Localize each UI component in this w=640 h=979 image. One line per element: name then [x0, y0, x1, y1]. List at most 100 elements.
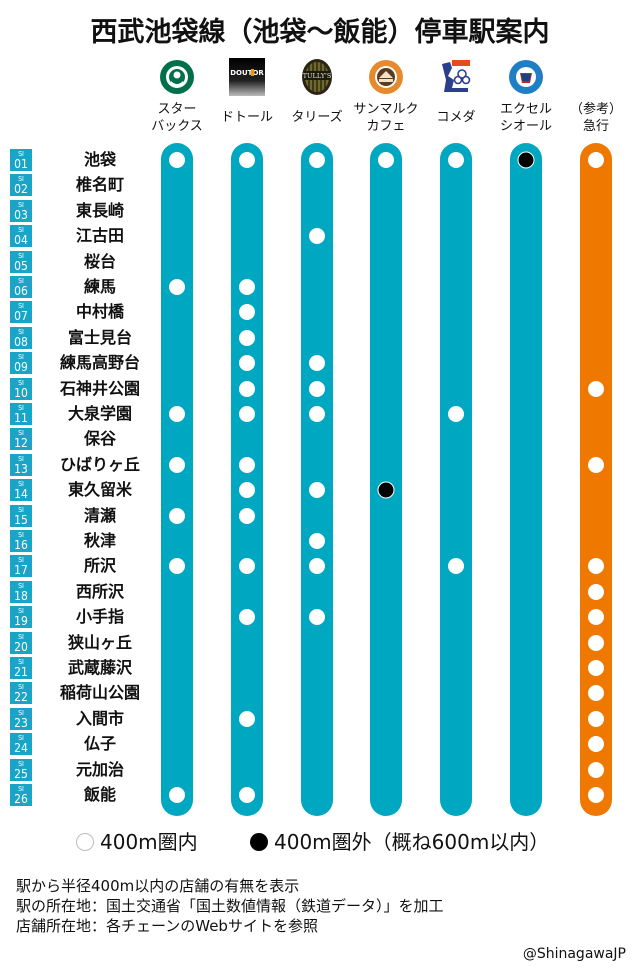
station-code: 19: [14, 614, 28, 629]
column-header-excelsior: エクセル シオール: [486, 101, 566, 135]
white-circle-icon: [588, 710, 604, 727]
station-name: 清瀬: [83, 505, 116, 525]
white-circle-icon: [239, 482, 255, 499]
line-code: SI: [18, 581, 24, 590]
station-code: 24: [14, 741, 28, 756]
footnote: 駅の所在地：国土交通省「国土数値情報（鉄道データ）」を加工: [16, 897, 444, 915]
station-code: 16: [14, 538, 28, 552]
white-circle-icon: [169, 406, 185, 422]
station-code: 01: [14, 157, 28, 171]
station-code: 21: [14, 665, 28, 679]
line-code: SI: [18, 175, 24, 184]
column-header-doutor: ドトール: [207, 109, 287, 126]
svg-text:TULLY'S: TULLY'S: [303, 72, 332, 80]
station-name: 東長崎: [75, 200, 124, 220]
legend-label: 400m圏外（概ね600m以内）: [274, 830, 550, 854]
white-circle-icon: [239, 558, 255, 575]
line-code: SI: [18, 785, 24, 793]
legend-out-range: 400m圏外（概ね600m以内）: [250, 828, 549, 856]
column-header-st-marc: サンマルク カフェ: [346, 101, 426, 135]
excelsior-caffe-logo-icon: [509, 60, 543, 94]
komeda-logo-icon: [442, 60, 471, 92]
white-circle-icon: [588, 152, 604, 168]
station-name: 練馬高野台: [59, 353, 140, 373]
column-header-komeda: コメダ: [416, 109, 496, 126]
station-name: 武蔵藤沢: [67, 658, 132, 677]
column-bar-komeda: [440, 143, 472, 816]
station-code: 02: [14, 182, 28, 197]
station-name: 椎名町: [75, 175, 124, 195]
white-circle-icon: [448, 152, 464, 168]
station-name: 大泉学園: [67, 404, 132, 423]
white-circle-icon: [309, 380, 325, 397]
station-code: 13: [14, 461, 28, 476]
station-code: 15: [14, 512, 28, 527]
column-header-line2: カフェ: [366, 119, 406, 134]
column-header-express: （参考） 急行: [556, 101, 636, 135]
station-code: 06: [14, 284, 28, 298]
line-code: SI: [18, 251, 24, 260]
line-code: SI: [18, 302, 24, 311]
station-name: 狭山ヶ丘: [67, 632, 132, 652]
station-name: 石神井公園: [59, 378, 140, 398]
black-circle-icon: [250, 833, 268, 851]
station-name: 桜台: [83, 251, 116, 271]
white-circle-icon: [169, 279, 185, 295]
svg-text:DOUTOR: DOUTOR: [230, 69, 264, 77]
column-header-line2: バックス: [151, 119, 203, 134]
white-circle-icon: [239, 355, 255, 372]
line-code: SI: [18, 708, 24, 717]
white-circle-icon: [239, 304, 255, 321]
line-code: SI: [18, 200, 24, 209]
column-header-line1: スター: [157, 102, 197, 117]
station-code: 23: [14, 715, 28, 730]
line-code: SI: [18, 556, 24, 565]
station-code: 22: [14, 690, 28, 705]
white-circle-icon: [309, 558, 325, 575]
white-circle-icon: [588, 736, 604, 753]
line-code: SI: [18, 683, 24, 692]
doutor-logo-icon: DOUTOR: [229, 58, 265, 96]
white-circle-icon: [588, 583, 604, 600]
line-code: SI: [18, 404, 24, 412]
white-circle-icon: [239, 329, 255, 346]
white-circle-icon: [588, 787, 604, 803]
white-circle-icon: [588, 660, 604, 676]
line-code: SI: [18, 505, 24, 514]
column-header-line1: （参考）: [569, 102, 622, 117]
black-circle-icon: [517, 151, 535, 169]
station-name: 富士見台: [67, 327, 132, 347]
white-circle-icon: [239, 279, 255, 295]
line-code: SI: [18, 454, 24, 463]
station-name: 入間市: [75, 708, 124, 728]
white-circle-icon: [169, 787, 185, 803]
column-header-line1: コメダ: [436, 110, 476, 125]
station-code: 17: [14, 563, 28, 578]
white-circle-icon: [239, 380, 255, 397]
station-code: 05: [14, 258, 28, 273]
white-circle-icon: [169, 152, 185, 168]
white-circle-icon: [239, 152, 255, 168]
station-code: 10: [14, 385, 28, 400]
line-code: SI: [18, 378, 24, 387]
white-circle-icon: [239, 710, 255, 727]
white-circle-icon: [309, 482, 325, 499]
station-code: 25: [14, 766, 28, 781]
white-circle-icon: [588, 634, 604, 651]
white-circle-icon: [239, 609, 255, 626]
